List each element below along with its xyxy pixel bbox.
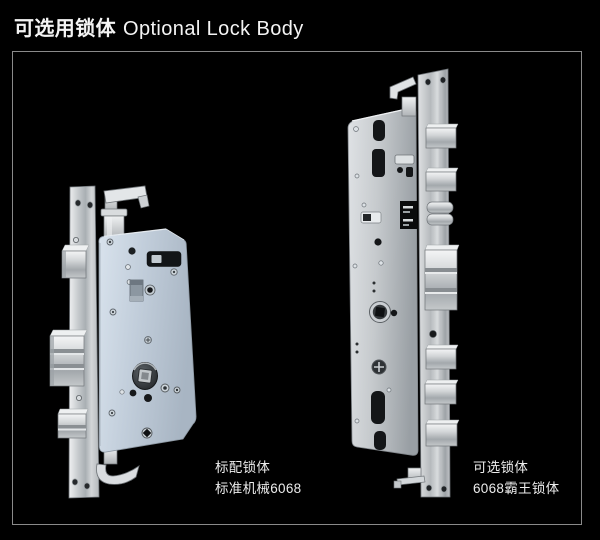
optional-lock-photo	[347, 68, 460, 498]
optional-lock-top-hook	[389, 76, 417, 117]
page-title-english: Optional Lock Body	[123, 18, 304, 40]
optional-lock-caption-line1: 可选锁体	[473, 460, 529, 475]
standard-lock-side-bolts	[49, 244, 90, 439]
optional-lock-bottom-lever	[393, 467, 426, 489]
page-title: 可选用锁体 Optional Lock Body	[14, 12, 304, 41]
standard-lock-bottom-hook	[96, 447, 140, 485]
standard-lock-top-hook	[100, 185, 150, 239]
standard-lock-case	[98, 228, 197, 453]
optional-lock-bolts	[424, 123, 460, 447]
standard-lock-caption: 标配锁体 标准机械6068	[215, 457, 301, 499]
standard-lock-caption-line1: 标配锁体	[215, 460, 271, 475]
optional-lock-caption-line2: 6068霸王锁体	[473, 481, 560, 496]
optional-lock-caption: 可选锁体 6068霸王锁体	[473, 457, 559, 499]
standard-lock-photo	[49, 185, 197, 499]
optional-lock-case	[347, 107, 419, 456]
page-title-chinese: 可选用锁体	[14, 18, 116, 40]
standard-lock-caption-line2: 标准机械6068	[215, 481, 302, 496]
